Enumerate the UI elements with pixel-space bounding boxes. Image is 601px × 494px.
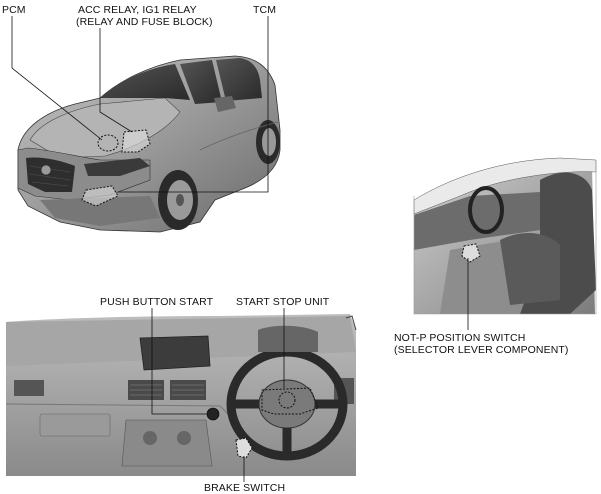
dashboard-illustration: [5, 314, 357, 476]
tcm-leader: [118, 16, 269, 193]
push-button-start-leader: [151, 308, 207, 415]
pcm-leader: [11, 16, 103, 141]
tcm-label: TCM: [253, 4, 277, 16]
pcm-label: PCM: [2, 4, 26, 16]
vehicle-exterior-illustration: [17, 55, 281, 233]
acc-relay-leader: [99, 28, 133, 133]
push-button-start-label: PUSH BUTTON START: [100, 296, 214, 308]
not-p-switch-label-line1: NOT-P POSITION SWITCH: [394, 332, 526, 344]
start-stop-unit-label: START STOP UNIT: [236, 296, 330, 308]
acc-relay-label-line1: ACC RELAY, IG1 RELAY: [78, 4, 197, 16]
cabin-interior-illustration: [413, 157, 597, 315]
brake-switch-label: BRAKE SWITCH: [204, 482, 286, 494]
acc-relay-label-line2: (RELAY AND FUSE BLOCK): [76, 16, 213, 28]
leader-lines: [11, 16, 469, 482]
not-p-switch-label-line2: (SELECTOR LEVER COMPONENT): [394, 344, 569, 356]
